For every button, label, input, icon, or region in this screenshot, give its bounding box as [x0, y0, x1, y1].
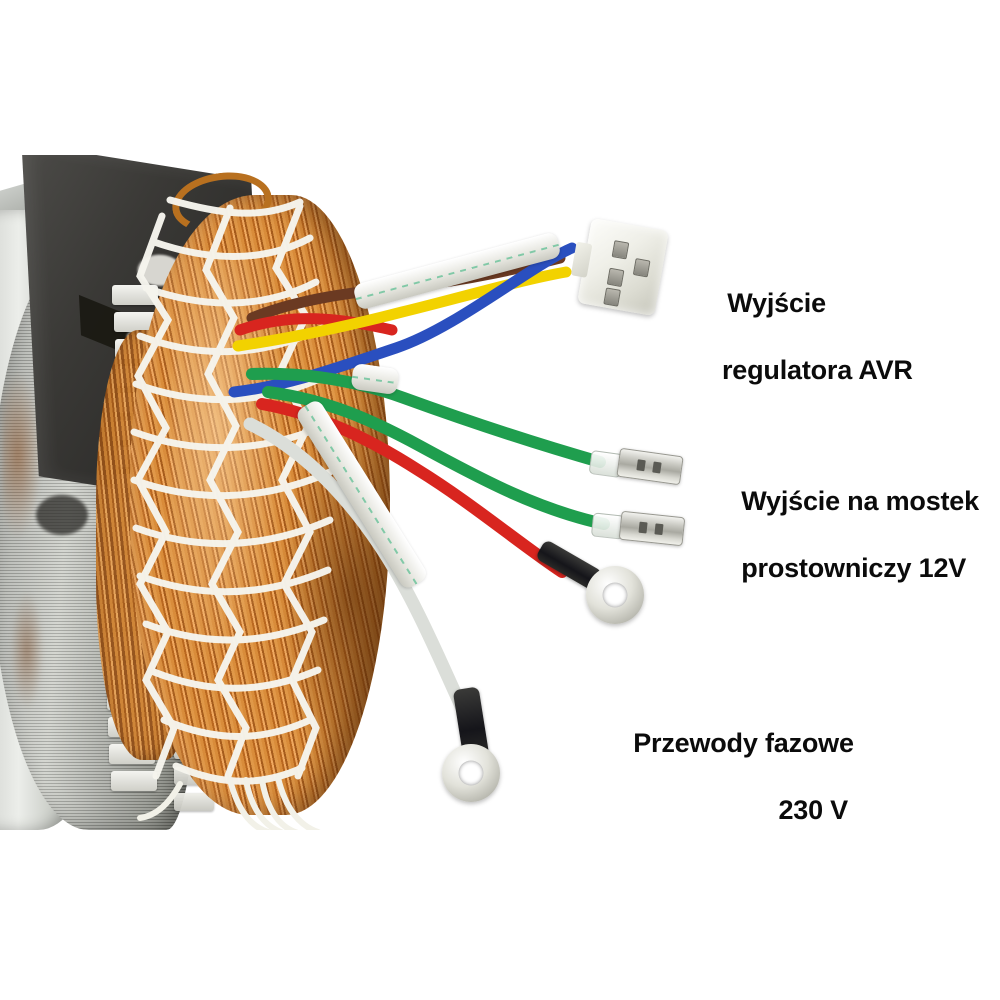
- spade-hole: [652, 461, 662, 474]
- ring-terminal-lower: [442, 744, 500, 802]
- slot-wedge: [110, 771, 157, 791]
- core-shadow-spot: [36, 495, 88, 535]
- spade-hole: [654, 523, 664, 536]
- annotation-rectifier-output: Wyjście na mostek prostowniczy 12V: [712, 452, 979, 619]
- slot-wedge: [113, 312, 160, 332]
- annotation-avr-output: Wyjście regulatora AVR: [698, 254, 913, 455]
- sleeve-tracer-line: [351, 375, 398, 385]
- slot-wedge: [173, 793, 214, 811]
- connector-pin-1: [611, 240, 630, 260]
- annotation-avr-line1: Wyjście: [727, 288, 826, 319]
- spade-hole: [638, 521, 648, 534]
- annotation-avr-line2: regulatora AVR: [722, 355, 913, 386]
- connector-pin-2: [606, 267, 625, 288]
- connector-pin-3: [632, 258, 651, 278]
- annotation-bridge-line1: Wyjście na mostek: [741, 486, 979, 517]
- ring-terminal-hole: [602, 582, 628, 608]
- annotation-phase-line1: Przewody fazowe: [633, 728, 854, 759]
- core-rust-stain-2: [10, 590, 44, 710]
- ring-terminal-upper: [586, 566, 644, 624]
- spade-hole: [636, 459, 646, 472]
- annotation-phase-wires: Przewody fazowe 230 V: [604, 694, 854, 861]
- avr-connector: [570, 217, 669, 317]
- ring-terminal-hole: [458, 760, 484, 786]
- annotation-phase-line2: 230 V: [778, 795, 848, 826]
- connector-pin-4: [603, 287, 621, 307]
- annotation-bridge-line2: prostowniczy 12V: [741, 553, 967, 584]
